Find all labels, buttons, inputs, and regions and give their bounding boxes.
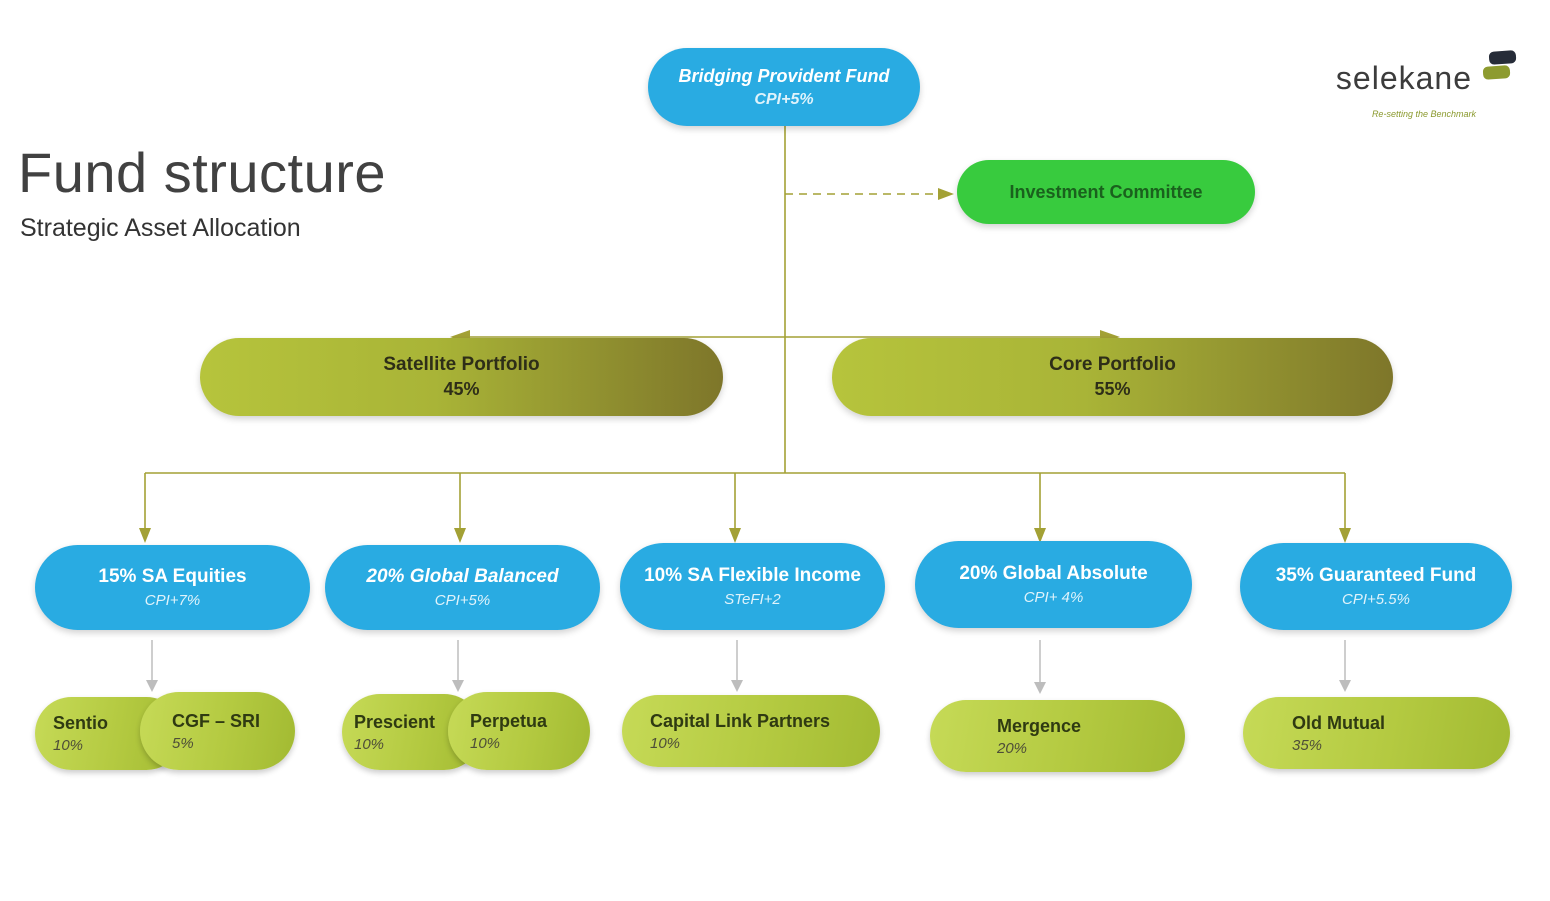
root-fund-benchmark: CPI+5% [754, 90, 814, 108]
manager-allocation: 10% [53, 737, 84, 754]
node-manager-perpetua: Perpetua 10% [448, 692, 590, 770]
node-mandate-sa-equities: 15% SA Equities CPI+7% [35, 545, 310, 630]
node-manager-capital-link-partners: Capital Link Partners 10% [622, 695, 880, 767]
mandate-title: 20% Global Balanced [366, 566, 559, 587]
mandate-benchmark: CPI+ 4% [1023, 589, 1084, 606]
manager-allocation: 10% [354, 735, 385, 753]
mandate-title: 10% SA Flexible Income [644, 565, 861, 586]
manager-allocation: 10% [470, 734, 501, 752]
mandate-title: 35% Guaranteed Fund [1275, 565, 1477, 586]
node-mandate-guaranteed-fund: 35% Guaranteed Fund CPI+5.5% [1240, 543, 1512, 630]
root-fund-title: Bridging Provident Fund [678, 65, 890, 86]
mandate-benchmark: STeFI+2 [724, 591, 781, 608]
logo-mark-icon [1478, 48, 1520, 105]
mandate-title: 20% Global Absolute [959, 563, 1148, 584]
manager-name: Mergence [997, 715, 1082, 736]
manager-name: CGF – SRI [172, 710, 261, 731]
node-mandate-global-absolute: 20% Global Absolute CPI+ 4% [915, 541, 1192, 628]
core-portfolio-label: Core Portfolio [1049, 354, 1176, 375]
node-investment-committee: Investment Committee [957, 160, 1255, 224]
node-root-fund: Bridging Provident Fund CPI+5% [648, 48, 920, 126]
manager-name: Prescient [354, 711, 436, 732]
node-core-portfolio: Core Portfolio 55% [832, 338, 1393, 416]
node-satellite-portfolio: Satellite Portfolio 45% [200, 338, 723, 416]
page-title: Fund structure [18, 141, 387, 204]
logo-tagline: Re-setting the Benchmark [1371, 109, 1476, 119]
mandate-benchmark: CPI+7% [144, 592, 201, 609]
core-portfolio-allocation: 55% [1094, 379, 1131, 399]
satellite-portfolio-label: Satellite Portfolio [383, 354, 540, 375]
page-subtitle: Strategic Asset Allocation [20, 214, 301, 242]
manager-allocation: 20% [997, 739, 1028, 757]
manager-allocation: 5% [172, 734, 194, 752]
manager-name: Perpetua [470, 710, 548, 731]
manager-name: Old Mutual [1292, 712, 1385, 733]
investment-committee-label: Investment Committee [1009, 181, 1203, 202]
company-logo: selekane Re-setting the Benchmark [1336, 48, 1520, 119]
mandate-benchmark: CPI+5% [434, 592, 491, 609]
mandate-title: 15% SA Equities [98, 566, 247, 587]
satellite-portfolio-allocation: 45% [443, 379, 480, 399]
manager-allocation: 35% [1292, 736, 1323, 754]
logo-wordmark: selekane [1335, 60, 1472, 96]
manager-allocation: 10% [650, 734, 681, 752]
node-manager-old-mutual: Old Mutual 35% [1243, 697, 1510, 769]
node-mandate-sa-flexible-income: 10% SA Flexible Income STeFI+2 [620, 543, 885, 630]
manager-name: Sentio [53, 713, 109, 733]
node-manager-cgf-sri: CGF – SRI 5% [140, 692, 295, 770]
node-mandate-global-balanced: 20% Global Balanced CPI+5% [325, 545, 600, 630]
manager-name: Capital Link Partners [650, 710, 831, 731]
mandate-benchmark: CPI+5.5% [1342, 591, 1410, 608]
node-manager-mergence: Mergence 20% [930, 700, 1185, 772]
